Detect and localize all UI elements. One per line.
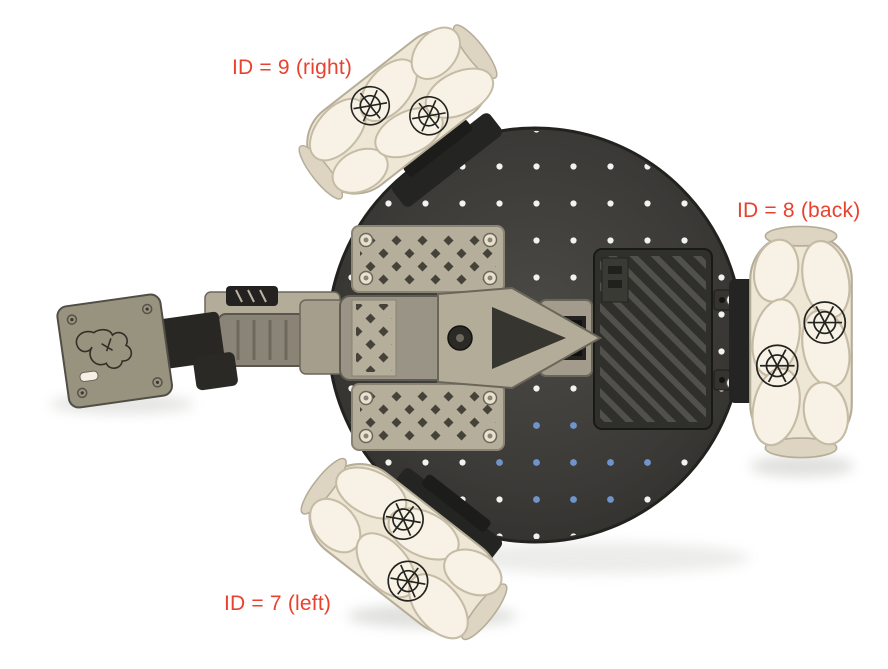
end-effector	[56, 293, 238, 409]
wheel-id-8-back	[744, 225, 858, 459]
robot-arm	[56, 286, 603, 409]
label-wheel-left: ID = 7 (left)	[224, 592, 332, 615]
blue-dot-grid	[496, 422, 651, 503]
arm-a-frame	[437, 286, 603, 390]
arm-motor	[226, 286, 278, 306]
electronics-box	[593, 248, 713, 430]
mount-plate-bottom	[351, 383, 505, 451]
label-wheel-right: ID = 9 (right)	[232, 56, 353, 79]
end-plate	[56, 293, 173, 409]
logo-glyph	[75, 328, 133, 369]
end-plate-slot	[79, 370, 99, 382]
mount-plate-top	[351, 225, 505, 293]
label-wheel-back: ID = 8 (back)	[737, 199, 861, 222]
